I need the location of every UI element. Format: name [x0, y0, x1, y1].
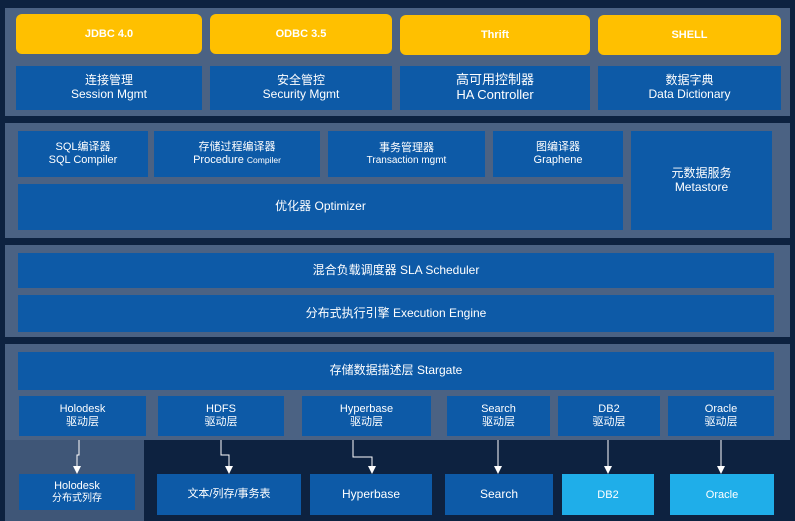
interface-shell: SHELL — [598, 15, 781, 55]
service-security-mgmt: 安全管控 Security Mgmt — [210, 66, 392, 110]
arrow-hdfs — [220, 440, 233, 474]
interface-label: JDBC 4.0 — [84, 28, 134, 40]
service-session-mgmt: 连接管理 Session Mgmt — [16, 66, 202, 110]
target-title: 文本/列存/事务表 — [187, 488, 271, 501]
interface-thrift: Thrift — [400, 15, 590, 55]
service-subtitle: Data Dictionary — [648, 87, 731, 101]
driver-hdfs: HDFS 驱动层 — [158, 396, 284, 436]
target-title: Oracle — [705, 488, 739, 501]
target-search: Search — [445, 474, 553, 515]
metastore: 元数据服务 Metastore — [631, 131, 772, 230]
driver-subtitle: 驱动层 — [704, 416, 738, 428]
service-data-dictionary: 数据字典 Data Dictionary — [598, 66, 781, 110]
service-subtitle: HA Controller — [456, 87, 534, 102]
box-subtitle: Procedure Compiler — [193, 154, 281, 167]
driver-title: HDFS — [206, 403, 236, 416]
box-subtitle: Transaction mgmt — [366, 154, 447, 166]
box-title: SQL编译器 — [55, 141, 111, 154]
sql-compiler: SQL编译器 SQL Compiler — [18, 131, 148, 177]
driver-subtitle: 驱动层 — [66, 416, 99, 428]
service-title: 连接管理 — [84, 73, 133, 88]
arrow-holodesk — [73, 440, 81, 474]
procedure-compiler: 存储过程编译器 Procedure Compiler — [154, 131, 320, 177]
service-ha-controller: 高可用控制器 HA Controller — [400, 66, 590, 110]
driver-title: DB2 — [598, 403, 620, 416]
interface-label: ODBC 3.5 — [275, 28, 327, 40]
service-title: 安全管控 — [276, 73, 325, 88]
driver-title: Oracle — [704, 403, 738, 416]
service-title: 高可用控制器 — [455, 72, 534, 88]
driver-subtitle: 驱动层 — [350, 416, 383, 428]
target-holodesk: Holodesk 分布式列存 — [19, 474, 135, 510]
box-subtitle-small: Compiler — [246, 155, 281, 165]
box-title: 分布式执行引擎 Execution Engine — [305, 305, 487, 320]
box-subtitle: SQL Compiler — [48, 154, 118, 166]
driver-subtitle: 驱动层 — [482, 416, 515, 428]
box-subtitle: Metastore — [674, 179, 729, 194]
transaction-manager: 事务管理器 Transaction mgmt — [328, 131, 485, 177]
stargate: 存储数据描述层 Stargate — [18, 352, 774, 390]
service-subtitle: Security Mgmt — [262, 87, 340, 101]
target-oracle: Oracle — [670, 474, 774, 515]
service-title: 数据字典 — [665, 73, 714, 88]
box-title: 混合负载调度器 SLA Scheduler — [312, 262, 480, 277]
interface-jdbc: JDBC 4.0 — [16, 14, 202, 54]
target-subtitle: 分布式列存 — [52, 492, 102, 504]
box-title: 存储过程编译器 — [198, 141, 276, 154]
target-title: Hyperbase — [341, 486, 401, 501]
box-title: 图编译器 — [536, 141, 580, 154]
graph-compiler: 图编译器 Graphene — [493, 131, 623, 177]
target-title: DB2 — [597, 488, 619, 501]
interface-label: SHELL — [671, 29, 708, 41]
driver-holodesk: Holodesk 驱动层 — [19, 396, 146, 436]
target-title: Search — [479, 486, 519, 501]
driver-title: Holodesk — [59, 403, 106, 416]
target-hyperbase: Hyperbase — [310, 474, 432, 515]
service-subtitle: Session Mgmt — [70, 87, 148, 101]
driver-subtitle: 驱动层 — [204, 416, 238, 428]
driver-db2: DB2 驱动层 — [558, 396, 660, 436]
optimizer: 优化器 Optimizer — [18, 184, 623, 230]
interface-odbc: ODBC 3.5 — [210, 14, 392, 54]
box-subtitle: Graphene — [533, 154, 583, 166]
box-subtitle-main: Procedure — [193, 154, 247, 166]
box-title: 优化器 Optimizer — [275, 199, 366, 214]
driver-subtitle: 驱动层 — [592, 416, 626, 428]
driver-title: Search — [481, 403, 516, 416]
driver-hyperbase: Hyperbase 驱动层 — [302, 396, 431, 436]
box-title: 事务管理器 — [379, 141, 434, 154]
target-hdfs-storage: 文本/列存/事务表 — [157, 474, 301, 515]
driver-search: Search 驱动层 — [447, 396, 550, 436]
sla-scheduler: 混合负载调度器 SLA Scheduler — [18, 253, 774, 288]
box-title: 元数据服务 — [671, 165, 732, 180]
box-title: 存储数据描述层 Stargate — [329, 363, 463, 378]
execution-engine: 分布式执行引擎 Execution Engine — [18, 295, 774, 332]
interface-label: Thrift — [480, 29, 510, 41]
driver-oracle: Oracle 驱动层 — [668, 396, 774, 436]
arrow-hyperbase — [352, 440, 376, 474]
target-db2: DB2 — [562, 474, 654, 515]
driver-title: Hyperbase — [339, 403, 394, 416]
target-title: Holodesk — [54, 479, 100, 492]
